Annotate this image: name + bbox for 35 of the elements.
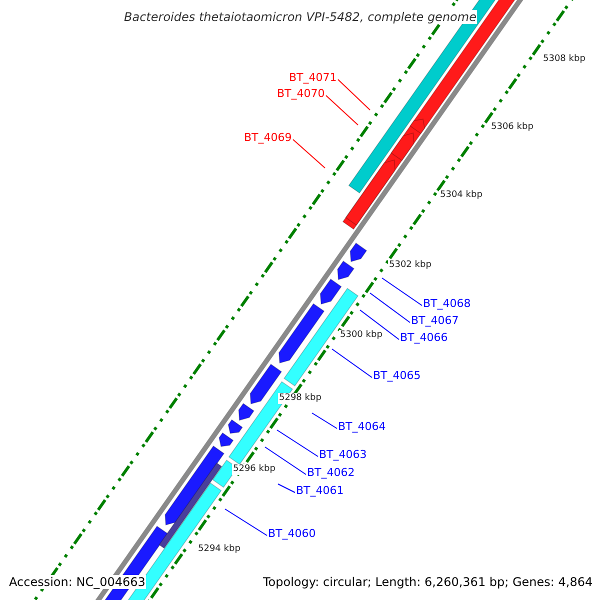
gene-label: BT_4062 <box>307 467 355 478</box>
gene-label: BT_4067 <box>411 315 459 326</box>
scale-label: 5306 kbp <box>490 122 534 133</box>
scale-label: 5294 kbp <box>197 544 242 555</box>
leader-line <box>360 310 400 340</box>
leader-line <box>326 95 358 126</box>
accession-text: Accession: NC_004663 <box>8 575 146 589</box>
gene-label: BT_4065 <box>373 370 421 381</box>
leader-line <box>264 446 306 475</box>
leader-line <box>276 430 318 457</box>
scale-label: 5308 kbp <box>542 54 586 65</box>
scale-label: 5304 kbp <box>439 190 484 201</box>
leader-line <box>382 278 422 306</box>
scale-label: 5296 kbp <box>232 464 276 475</box>
gene-label: BT_4064 <box>338 421 386 432</box>
leader-line <box>224 508 268 536</box>
gene-label: BT_4068 <box>423 298 471 309</box>
leader-line <box>278 484 296 493</box>
scale-label: 5302 kbp <box>388 260 432 271</box>
gene-label: BT_4063 <box>319 449 367 460</box>
leader-line <box>312 412 338 429</box>
gene-label: BT_4060 <box>268 528 316 539</box>
title: Bacteroides thetaiotaomicron VPI-5482, complete genome <box>123 10 478 24</box>
gene-label: BT_4070 <box>277 88 325 99</box>
gene-label: BT_4061 <box>296 485 344 496</box>
gene-label: BT_4071 <box>289 72 337 83</box>
leader-line <box>332 348 372 378</box>
gene-label: BT_4066 <box>400 332 448 343</box>
leader-line <box>370 292 410 323</box>
genome-info-text: Topology: circular; Length: 6,260,361 bp; Genes: 4,864 <box>262 575 594 589</box>
gene-label: BT_4069 <box>244 132 292 143</box>
leader-line <box>292 139 326 168</box>
scale-label: 5298 kbp <box>278 393 322 404</box>
scale-label: 5300 kbp <box>339 330 384 341</box>
leader-line <box>338 79 370 110</box>
